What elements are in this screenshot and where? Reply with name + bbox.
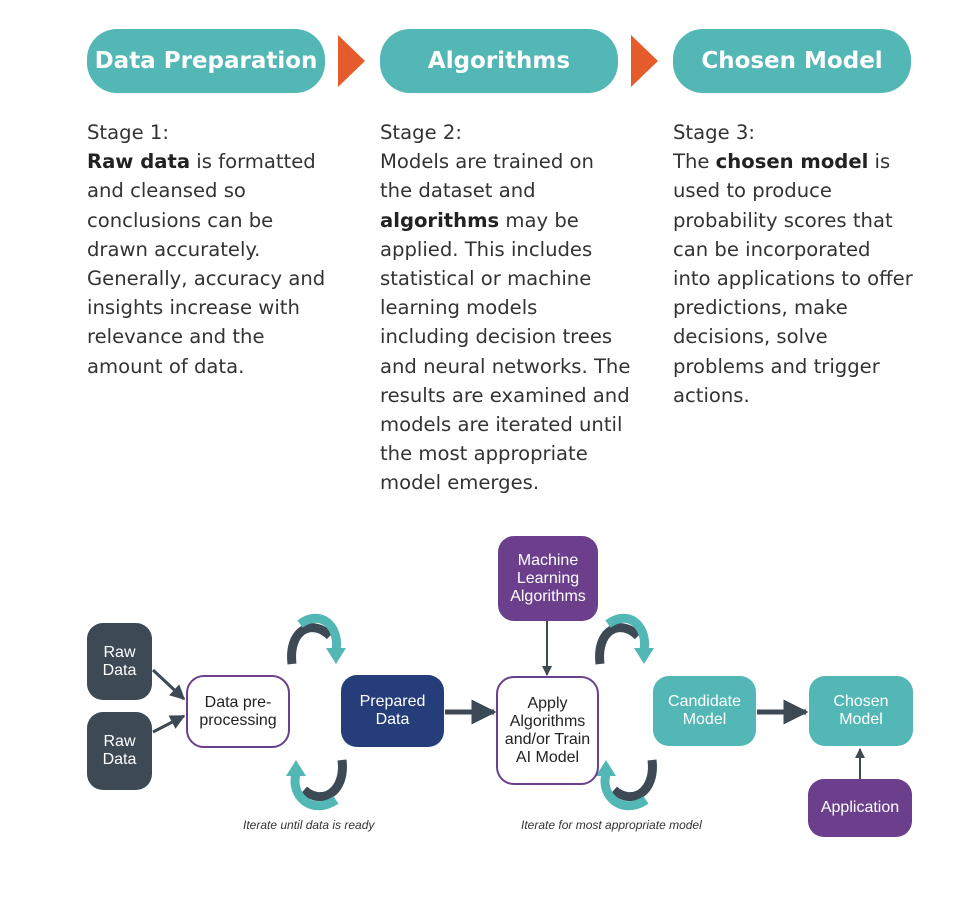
stage-1-description: Stage 1: Raw data is formatted and clean… xyxy=(87,118,331,381)
stage-3-title: Chosen Model xyxy=(673,29,911,93)
stage-1-bold-text: Raw data xyxy=(87,150,191,174)
raw-data-node-1: Raw Data xyxy=(87,623,152,700)
chevron-right-icon xyxy=(338,35,365,87)
stage-3-description: Stage 3: The chosen model is used to pro… xyxy=(673,118,913,410)
apply-algorithms-node: Apply Algorithms and/or Train AI Model xyxy=(496,676,599,785)
connector-arrow xyxy=(152,714,186,734)
stage-2-title: Algorithms xyxy=(380,29,618,93)
cycle-arrow-icon xyxy=(287,613,346,665)
ml-algorithms-node: Machine Learning Algorithms xyxy=(498,536,598,621)
connector-arrow xyxy=(151,668,186,701)
cycle-arrow-icon xyxy=(596,759,657,811)
stage-2-body: Models are trained on the dataset and al… xyxy=(380,147,632,497)
chevron-right-icon xyxy=(631,35,658,87)
application-node: Application xyxy=(808,779,912,837)
stage-3-text-b: is used to produce probability scores th… xyxy=(673,150,913,407)
prepared-data-node: Prepared Data xyxy=(341,675,444,747)
stage-3-body: The chosen model is used to produce prob… xyxy=(673,147,913,410)
iterate-model-caption: Iterate for most appropriate model xyxy=(521,818,702,832)
candidate-model-node: Candidate Model xyxy=(653,676,756,746)
chosen-model-node: Chosen Model xyxy=(809,676,913,746)
stage-2-text-a: Models are trained on the dataset and xyxy=(380,150,594,203)
stage-1-title: Data Preparation xyxy=(87,29,325,93)
cycle-arrow-icon xyxy=(286,759,347,811)
cycle-arrow-icon xyxy=(595,613,654,665)
stage-2-bold-text: algorithms xyxy=(380,208,500,232)
stage-3-bold-text: chosen model xyxy=(715,150,869,174)
stage-2-label: Stage 2: xyxy=(380,121,462,144)
raw-data-node-2: Raw Data xyxy=(87,712,152,790)
stage-1-body: Raw data is formatted and cleansed so co… xyxy=(87,147,331,381)
stage-1-label: Stage 1: xyxy=(87,121,169,144)
stage-3-label: Stage 3: xyxy=(673,121,755,144)
stage-2-description: Stage 2: Models are trained on the datas… xyxy=(380,118,632,498)
stage-3-text-a: The xyxy=(673,150,716,174)
data-preprocessing-node: Data pre- processing xyxy=(186,675,290,748)
iterate-data-caption: Iterate until data is ready xyxy=(243,818,375,832)
stage-2-text-b: may be applied. This includes statistica… xyxy=(380,208,631,495)
stage-1-text: is formatted and cleansed so conclusions… xyxy=(87,150,326,378)
